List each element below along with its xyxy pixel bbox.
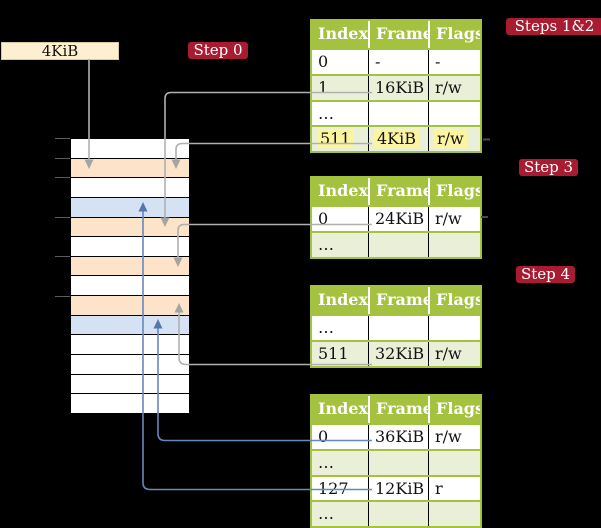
column-header-frame: Frame (368, 287, 428, 314)
memory-row-11-white (71, 355, 189, 375)
memory-row-13-white (71, 394, 189, 413)
memory-row-7-white (71, 276, 189, 297)
column-header-flags: Flags (428, 21, 480, 48)
cell-frame: 32KiB (368, 341, 428, 366)
cell-flags: r/w (428, 207, 480, 231)
address-tick (55, 295, 70, 297)
cell-index: 0 (318, 427, 329, 446)
cell-frame: 36KiB (368, 425, 428, 449)
table-row: 511 32KiB r/w (312, 339, 480, 366)
cell-frame: 4KiB (368, 127, 428, 152)
cell-flags (428, 232, 480, 257)
cell-index: 1 (318, 77, 329, 97)
cell-index: … (318, 318, 334, 337)
cell-index: 511 (312, 127, 368, 151)
memory-row-12-white (71, 374, 189, 395)
table-row: 0 24KiB r/w (312, 205, 480, 231)
cell-index: … (318, 103, 334, 123)
cell-frame (368, 502, 428, 527)
highlighted-value: 511 (317, 129, 354, 149)
cell-flags (428, 316, 480, 340)
table-row: 0 36KiB r/w (312, 423, 480, 449)
column-header-flags: Flags (428, 178, 480, 205)
cell-flags: - (428, 50, 480, 74)
column-header-flags: Flags (428, 287, 480, 314)
memory-row-4-peach (71, 217, 189, 238)
table-header: Index Frame Flags (312, 287, 480, 314)
page-table-final-level: Index Frame Flags 0 36KiB r/w … 127 12Ki… (310, 394, 482, 528)
cell-flags: r/w (428, 75, 480, 100)
table-header: Index Frame Flags (312, 178, 480, 205)
table-header: Index Frame Flags (312, 396, 480, 423)
memory-column (70, 138, 190, 414)
memory-row-2-white (71, 178, 189, 198)
highlighted-value: 4KiB (374, 129, 420, 149)
table-row: … (312, 99, 480, 126)
cell-index: 0 (318, 52, 329, 71)
cell-flags (428, 502, 480, 527)
page-table-step-4: Index Frame Flags … 511 32KiB r/w (310, 285, 482, 368)
memory-row-8-peach (71, 296, 189, 316)
cell-index: 127 (318, 478, 349, 498)
cell-frame (368, 316, 428, 340)
table-row: 0 - - (312, 48, 480, 74)
badge-steps-1-2: Steps 1&2 (506, 18, 601, 35)
address-tick (55, 177, 70, 178)
cell-flags (428, 450, 480, 475)
column-header-frame: Frame (368, 21, 428, 48)
cell-frame: - (368, 50, 428, 74)
memory-row-0-white (71, 139, 189, 159)
page-table-steps-1-2: Index Frame Flags 0 - - 1 16KiB r/w … 51… (310, 19, 482, 154)
cell-flags: r (428, 476, 480, 501)
cell-frame: 12KiB (368, 476, 428, 501)
memory-row-1-peach (71, 158, 189, 179)
cell-index: 0 (318, 209, 329, 228)
table-row: 1 16KiB r/w (312, 73, 480, 100)
memory-row-6-peach (71, 256, 189, 277)
memory-row-5-white (71, 237, 189, 257)
table-row: … (312, 230, 480, 257)
cell-index: … (318, 504, 334, 524)
table-row: … (312, 500, 480, 527)
memory-row-9-blue (71, 315, 189, 336)
cell-flags: r/w (428, 341, 480, 366)
cell-frame: 16KiB (368, 75, 428, 100)
address-tick (55, 137, 70, 139)
table-header: Index Frame Flags (312, 21, 480, 48)
column-header-index: Index (318, 290, 368, 309)
cell-flags (428, 101, 480, 126)
table-row: 127 12KiB r (312, 474, 480, 501)
cell-frame (368, 101, 428, 126)
page-table-step-3: Index Frame Flags 0 24KiB r/w … (310, 176, 482, 259)
cell-flags: r/w (428, 425, 480, 449)
memory-row-10-white (71, 335, 189, 356)
memory-row-3-blue (71, 197, 189, 218)
address-tick (55, 157, 70, 159)
badge-step-0: Step 0 (188, 42, 248, 59)
table-row-highlighted: 511 4KiB r/w (312, 125, 480, 152)
column-header-flags: Flags (428, 396, 480, 423)
address-tick (55, 256, 70, 257)
table-row: … (312, 448, 480, 475)
column-header-index: Index (318, 399, 368, 418)
cell-index: … (318, 234, 334, 254)
cell-index: … (318, 452, 334, 472)
column-header-frame: Frame (368, 396, 428, 423)
highlighted-value: r/w (434, 129, 467, 149)
frame-size-box: 4KiB (1, 42, 119, 60)
address-tick (55, 216, 70, 218)
table-row: … (312, 314, 480, 340)
cell-flags: r/w (428, 127, 480, 152)
badge-step-4: Step 4 (516, 266, 575, 283)
cell-frame (368, 450, 428, 475)
cell-frame: 24KiB (368, 207, 428, 231)
column-header-frame: Frame (368, 178, 428, 205)
cell-frame (368, 232, 428, 257)
cell-index: 511 (318, 343, 349, 363)
cropped-line-stubs (481, 138, 490, 218)
column-header-index: Index (318, 24, 368, 43)
badge-step-3: Step 3 (519, 159, 578, 176)
column-header-index: Index (318, 181, 368, 200)
